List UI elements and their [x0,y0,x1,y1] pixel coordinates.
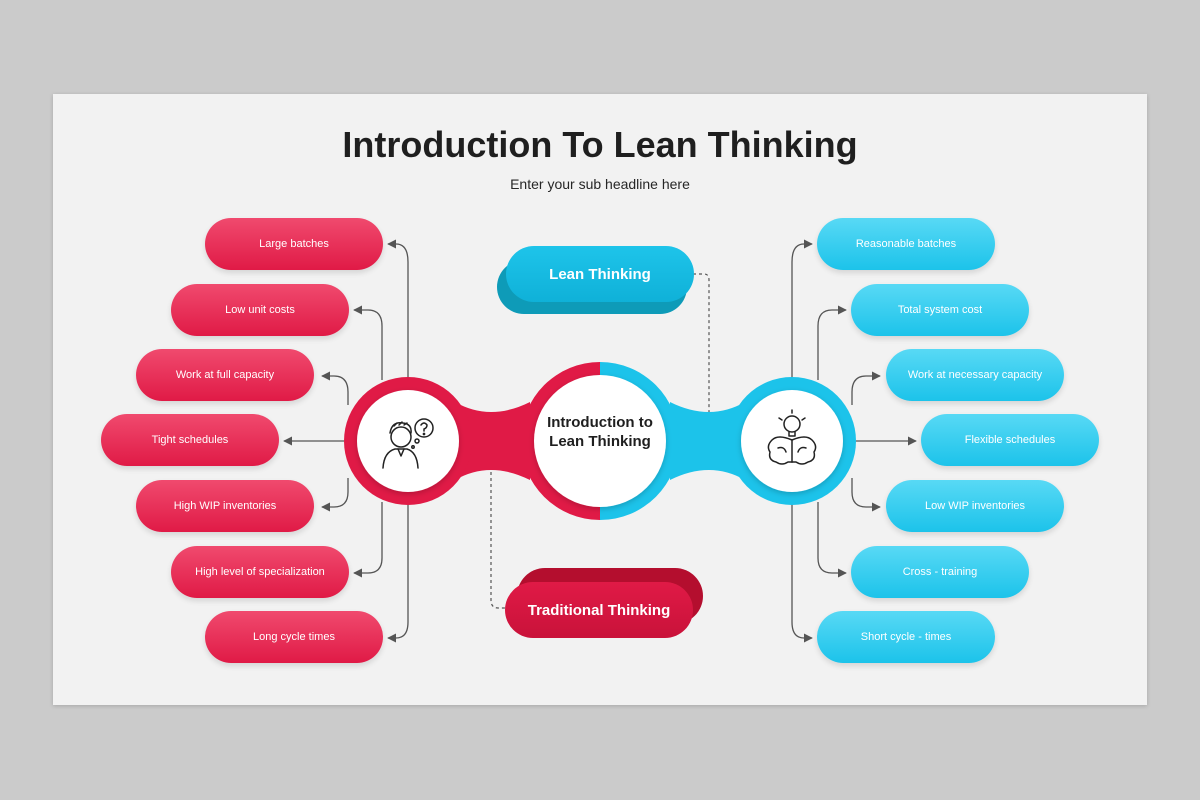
connector-short-cycle [791,502,813,643]
lean-thinking-label: Lean Thinking [506,246,694,302]
lean-item-4: Flexible schedules [921,414,1099,466]
lean-item-5: Low WIP inventories [886,480,1064,532]
connector-work-full-capacity [321,371,349,405]
traditional-item-4: Tight schedules [101,414,279,466]
left-bridge [455,402,530,480]
page-subtitle: Enter your sub headline here [510,176,690,192]
connector-low-wip [851,478,881,512]
traditional-item-1: Large batches [205,218,383,270]
left-connectors [283,239,409,643]
traditional-item-5: High WIP inventories [136,480,314,532]
connector-low-unit-costs [353,305,383,380]
lean-item-3: Work at necessary capacity [886,349,1064,401]
traditional-item-7: Long cycle times [205,611,383,663]
brain-lightbulb-icon [767,409,817,465]
connector-total-system-cost [817,305,847,380]
left-circle-inner [357,390,459,492]
dashed-connector-lean [693,273,710,440]
lean-item-7: Short cycle - times [817,611,995,663]
connector-long-cycle [387,502,409,643]
traditional-item-6: High level of specialization [171,546,349,598]
traditional-thinking-label: Traditional Thinking [505,582,693,638]
dashed-connector-traditional [490,442,505,609]
connector-large-batches [387,239,409,380]
confused-person-icon [382,418,434,469]
connector-specialization [353,502,383,578]
center-circle-inner [534,375,666,507]
traditional-item-2: Low unit costs [171,284,349,336]
connector-necessary-capacity [851,371,881,405]
right-bridge [670,402,745,480]
connector-reasonable-batches [791,239,813,380]
lean-item-2: Total system cost [851,284,1029,336]
traditional-item-3: Work at full capacity [136,349,314,401]
lean-item-6: Cross - training [851,546,1029,598]
page-title: Introduction To Lean Thinking [342,124,858,165]
connector-cross-training [817,502,847,578]
connector-high-wip [321,478,349,512]
lean-item-1: Reasonable batches [817,218,995,270]
center-label: Introduction to Lean Thinking [547,414,653,450]
right-connectors [791,239,917,643]
